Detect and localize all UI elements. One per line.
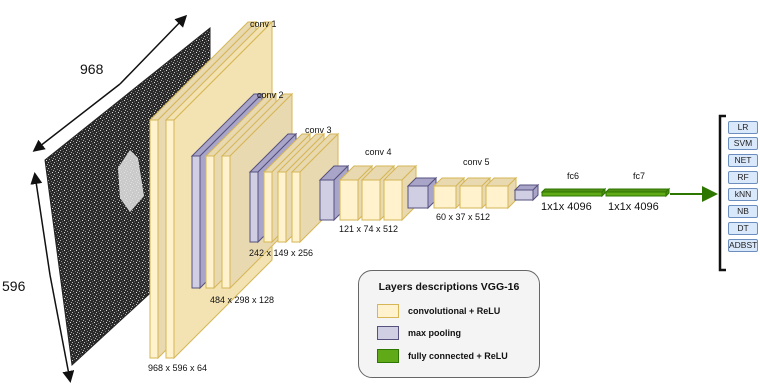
classifier-knn: kNN [728,188,758,201]
classifier-svm: SVM [728,137,758,150]
conv1-name: conv 1 [250,20,277,29]
conv5-name: conv 5 [463,158,490,167]
fc7-dims: 1x1x 4096 [608,202,659,213]
legend-label-pool: max pooling [408,328,461,338]
legend-item-conv: convolutional + ReLU [377,302,500,320]
conv3-name: conv 3 [305,126,332,135]
conv2-dims: 484 x 298 x 128 [210,296,274,305]
conv-swatch [377,304,399,318]
classifier-bracket [720,116,726,270]
final-pool [515,185,538,200]
conv2-name: conv 2 [257,91,284,100]
fc7-layer [606,189,669,196]
fc7-name: fc7 [633,172,645,181]
legend-item-fc: fully connected + ReLU [377,347,508,365]
conv5-layer-3 [486,178,516,208]
conv4-dims: 121 x 74 x 512 [339,225,398,234]
fc6-name: fc6 [567,172,579,181]
classifier-rf: RF [728,171,758,184]
conv3-dims: 242 x 149 x 256 [249,249,313,258]
conv5-dims: 60 x 37 x 512 [436,213,490,222]
conv4-name: conv 4 [365,148,392,157]
input-width-label: 968 [80,62,103,76]
legend-title: Layers descriptions VGG-16 [359,281,539,293]
classifier-net: NET [728,154,758,167]
input-height-label: 596 [2,279,25,293]
height-arrow-up [35,175,50,275]
conv1-dims: 968 x 596 x 64 [148,364,207,373]
legend-item-pool: max pooling [377,324,461,342]
classifier-adbst: ADBST [728,239,758,252]
classifier-lr: LR [728,121,758,134]
legend-label-conv: convolutional + ReLU [408,306,500,316]
legend: Layers descriptions VGG-16 convolutional… [358,270,540,378]
classifier-nb: NB [728,205,758,218]
fc-swatch [377,349,399,363]
legend-label-fc: fully connected + ReLU [408,351,508,361]
fc6-dims: 1x1x 4096 [541,202,592,213]
classifier-dt: DT [728,222,758,235]
conv5-pool [408,178,436,208]
fc6-layer [542,189,605,196]
pool-swatch [377,326,399,340]
